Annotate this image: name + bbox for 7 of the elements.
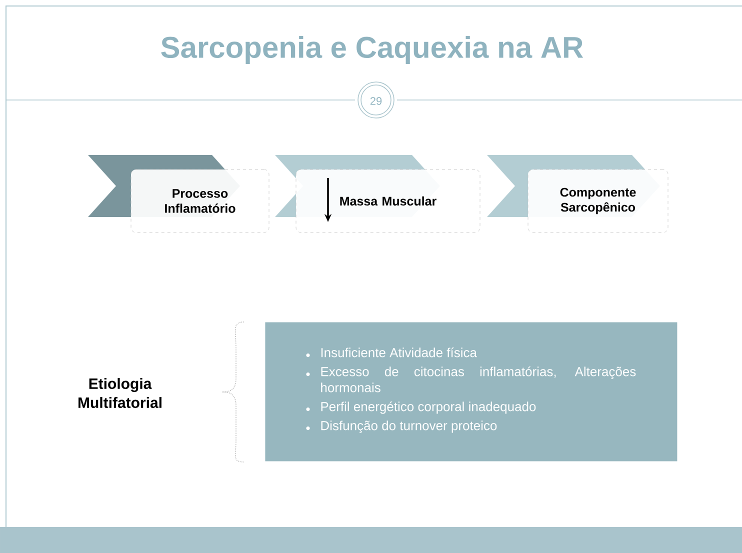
chevron-step: Componente Sarcopênico <box>487 155 668 233</box>
bullet-list-box: Insuficiente Atividade física Excesso de citocinas inflamatórias, Alterações hormonais Perfil energético corporal inadequado Disfunção do turnover proteico <box>265 322 678 462</box>
heading-text: Etiologia Multifatorial <box>78 378 162 408</box>
chevron-step: Processo Inflamatório <box>88 155 270 233</box>
title: Sarcopenia e Caquexia na AR <box>161 36 584 64</box>
page-number-badge: 29 <box>358 82 394 118</box>
chevron-step: Massa Muscular <box>275 155 480 233</box>
